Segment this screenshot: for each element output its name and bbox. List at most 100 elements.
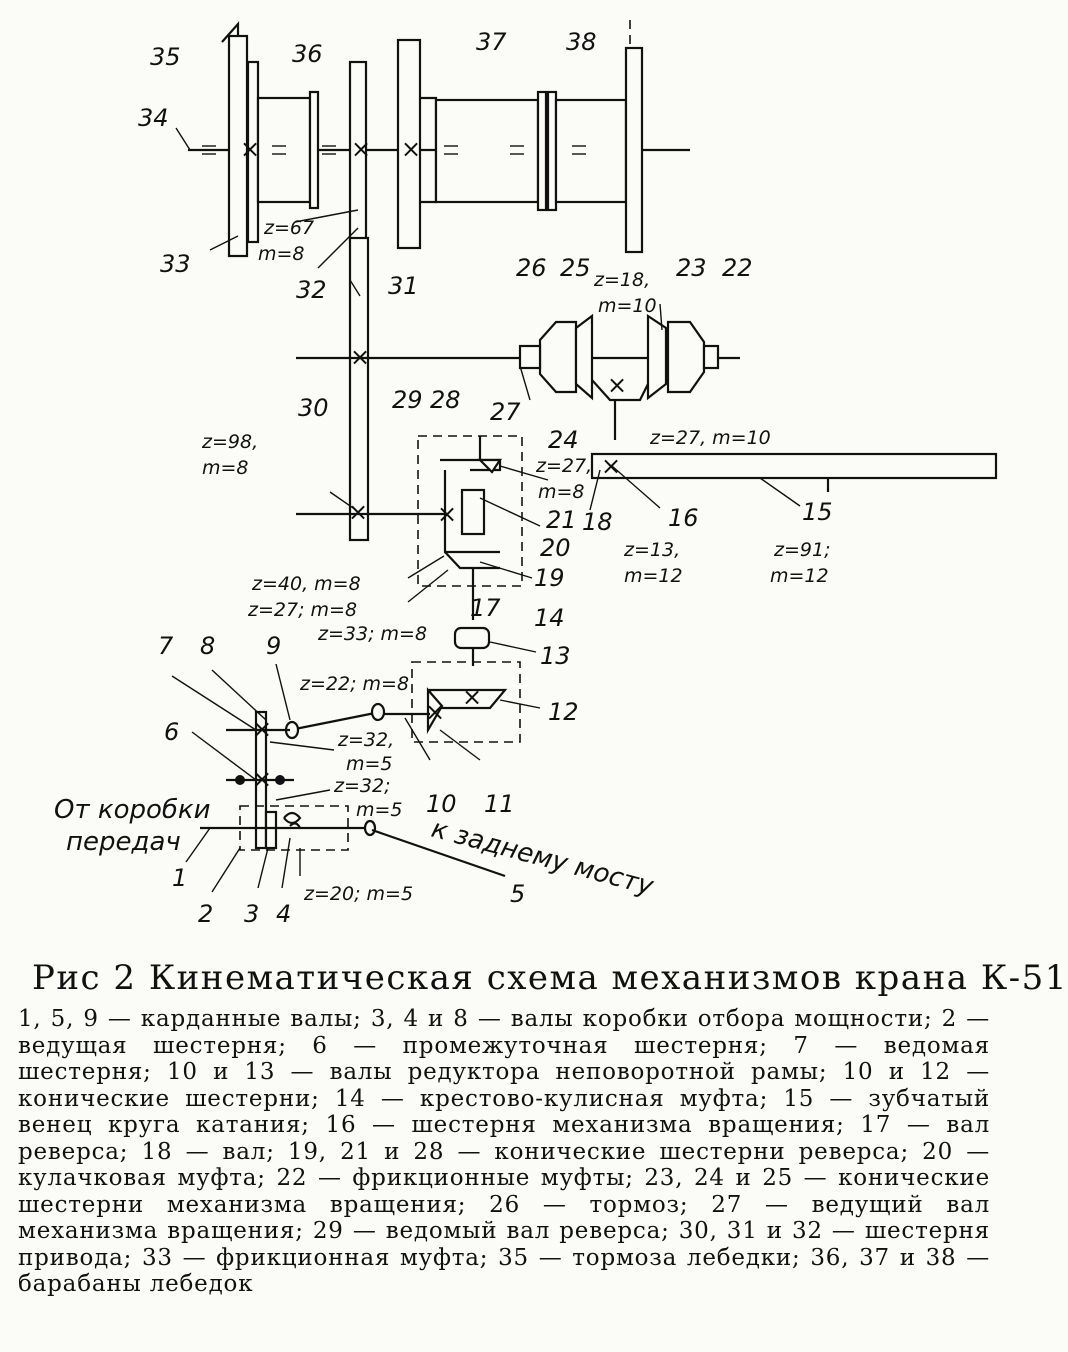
gear-25 (574, 313, 594, 401)
drum-36-flange-right (308, 90, 320, 210)
drum-38-flange-left (546, 90, 558, 212)
param-40: z=40, m=8 (251, 573, 361, 595)
cardan-5 (371, 828, 506, 878)
caption-title: Рис 2 Кинематическая схема механизмов кр… (32, 958, 1068, 998)
clutch-20 (460, 488, 486, 536)
label-11: 11 (484, 790, 515, 818)
label-34: 34 (138, 104, 169, 132)
joint-5 (363, 819, 377, 837)
leader-32b (317, 227, 359, 269)
from-gearbox-line2: передач (66, 827, 181, 857)
label-14: 14 (534, 604, 565, 632)
label-22: 22 (722, 254, 753, 282)
param-30-z: z=98, (201, 431, 258, 453)
coupling-14 (453, 626, 491, 650)
dog-clutch-4 (283, 811, 302, 829)
to-rear-axle: к заднему мосту (428, 814, 657, 902)
label-31: 31 (388, 272, 419, 300)
drum-37-flange-left (396, 38, 422, 250)
brake-26 (538, 320, 578, 394)
leader-18 (589, 469, 601, 511)
leader-27b (407, 569, 449, 603)
label-38: 38 (566, 28, 597, 56)
param-32-m: m=8 (258, 243, 305, 265)
label-12: 12 (548, 698, 579, 726)
label-29: 29 (392, 386, 423, 414)
brake-26-hub (518, 344, 542, 370)
leader-15 (759, 477, 801, 507)
label-3: 3 (244, 900, 259, 928)
leader-16 (611, 465, 661, 509)
label-37: 37 (476, 28, 507, 56)
param-15-m: m=12 (770, 565, 829, 587)
leader-19 (479, 561, 533, 579)
label-28: 28 (430, 386, 461, 414)
label-23: 23 (676, 254, 707, 282)
x-mark: × (462, 683, 482, 711)
leader-33 (209, 235, 239, 251)
x-mark: × (351, 135, 371, 163)
drum-38-barrel (554, 98, 628, 204)
label-35: 35 (150, 43, 181, 71)
pto-housing (239, 805, 349, 851)
x-mark: × (607, 371, 627, 399)
leader-7 (171, 675, 257, 731)
label-24: 24 (548, 426, 579, 454)
brake-35-lever (221, 21, 240, 43)
x-mark: × (601, 452, 621, 480)
leader-6 (191, 731, 257, 781)
gear-19b (444, 551, 500, 570)
param-32-z: z=67 (263, 217, 314, 239)
label-13: 13 (540, 642, 571, 670)
label-16: 16 (668, 504, 699, 532)
leader-20 (479, 497, 541, 527)
leader-31 (349, 279, 361, 297)
leader-12 (499, 699, 541, 709)
leader-13 (489, 641, 537, 653)
bearing-dot (235, 775, 245, 785)
label-21: 21 (546, 506, 577, 534)
param-7-z: z=32, (337, 729, 394, 751)
param-24: z=27, m=10 (649, 427, 771, 449)
label-25: 25 (560, 254, 591, 282)
reverse-housing (417, 435, 523, 587)
figure-caption: Рис 2 Кинематическая схема механизмов кр… (18, 958, 1068, 1298)
label-2: 2 (198, 900, 213, 928)
param-22: z=22; m=8 (299, 673, 409, 695)
x-mark: × (240, 135, 260, 163)
param-15-z: z=91; (773, 539, 830, 561)
reducer-housing (411, 661, 521, 743)
leader-30 (329, 491, 357, 511)
clutch-22-hub (702, 344, 720, 370)
leader-23 (659, 303, 663, 331)
param-23-m: m=10 (598, 295, 657, 317)
label-6: 6 (164, 718, 179, 746)
label-18: 18 (582, 508, 613, 536)
leader-40 (407, 555, 445, 579)
x-mark: × (437, 500, 457, 528)
label-15: 15 (802, 498, 833, 526)
gear-3 (264, 810, 278, 850)
leader-32 (294, 209, 359, 223)
leader-8 (211, 669, 267, 721)
gear-31-30 (348, 236, 370, 542)
cardan-9 (289, 710, 381, 732)
x-mark: × (252, 715, 272, 743)
leader-1 (185, 827, 211, 863)
label-9: 9 (266, 632, 281, 660)
label-33: 33 (160, 250, 191, 278)
leader-34 (175, 127, 191, 151)
param-21-z: z=27, (535, 455, 592, 477)
leader-6-param (275, 789, 331, 801)
ring-gear-15 (590, 452, 998, 480)
label-19: 19 (534, 564, 565, 592)
bearing-dot (275, 775, 285, 785)
leader-3 (257, 847, 269, 889)
from-gearbox-line1: От коробки (54, 795, 211, 825)
drum-36-barrel (256, 96, 312, 204)
gear-24 (591, 379, 649, 402)
param-6-m: m=5 (356, 799, 403, 821)
param-30-m: m=8 (202, 457, 249, 479)
leader-21 (499, 465, 549, 481)
drum-37-barrel (434, 98, 540, 204)
